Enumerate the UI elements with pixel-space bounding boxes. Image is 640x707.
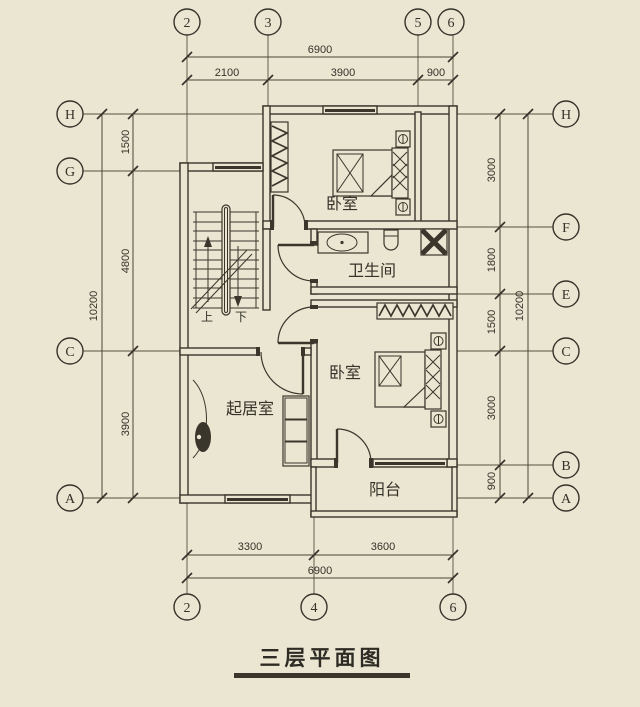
bed-top-icon: [332, 130, 411, 216]
dim-right-seg-5: 900: [486, 472, 498, 490]
axis-right-F: F: [562, 221, 570, 236]
dim-right-seg-1: 3000: [486, 158, 498, 182]
shower-icon: [420, 228, 448, 256]
dim-left: 10200 1500 4800 3900: [88, 108, 139, 504]
axis-left-H: H: [65, 108, 75, 123]
nightstand-icon: [395, 198, 411, 216]
room-label-bedroom-top: 卧室: [326, 194, 358, 213]
stairs: 上 下: [190, 204, 259, 324]
bedroom-bottom-furniture: [374, 302, 454, 428]
axis-bottom-2: 2: [184, 601, 191, 616]
dim-right-total: 10200: [514, 291, 526, 322]
axis-right-E: E: [562, 288, 571, 303]
stair-direction-arrows: [204, 236, 242, 307]
windows: [212, 105, 448, 504]
dim-top-total: 6900: [308, 44, 332, 56]
tv-icon: [192, 379, 211, 459]
dim-top-seg-3: 900: [427, 67, 445, 79]
door-bedroom-top: [270, 194, 308, 230]
dim-left-total: 10200: [88, 291, 100, 322]
axis-left-C: C: [65, 345, 74, 360]
sofa-icon: [282, 395, 310, 467]
stair-up-label: 上: [201, 310, 213, 324]
dim-left-seg-3: 3900: [120, 412, 132, 436]
axis-right-A: A: [561, 492, 572, 507]
dim-left-seg-2: 4800: [120, 249, 132, 273]
bed-bottom-icon: [374, 332, 447, 428]
extension-lines: [83, 35, 553, 594]
axis-top-5: 5: [415, 16, 422, 31]
dim-right-seg-2: 1800: [486, 248, 498, 272]
door-bathroom: [277, 241, 318, 283]
toilet-icon: [383, 229, 399, 251]
axis-top-3: 3: [265, 16, 272, 31]
room-label-balcony: 阳台: [369, 480, 401, 499]
bathroom-fixtures: [317, 228, 448, 256]
nightstand-icon: [395, 130, 411, 148]
room-label-living-room: 起居室: [226, 399, 274, 418]
window-bedroom-top: [322, 105, 378, 115]
window-stairwell: [212, 162, 264, 172]
room-label-bathroom: 卫生间: [348, 261, 396, 280]
dim-left-seg-1: 1500: [120, 130, 132, 154]
stair-down-label: 下: [235, 310, 247, 324]
nightstand-icon: [430, 332, 447, 350]
dim-bottom: 3300 3600 6900: [181, 541, 459, 584]
axis-top-2: 2: [184, 16, 191, 31]
dim-right: 3000 1800 1500 3000 900 10200: [486, 108, 534, 504]
title-underline: [234, 673, 410, 678]
axis-bottom-6: 6: [450, 601, 457, 616]
dim-right-seg-4: 3000: [486, 396, 498, 420]
drawing-title: 三层平面图: [234, 646, 410, 678]
axis-left-G: G: [65, 165, 75, 180]
axis-right-B: B: [561, 459, 570, 474]
door-balcony: [334, 428, 373, 468]
dim-bottom-seg-2: 3600: [371, 541, 395, 553]
window-living-room: [224, 494, 291, 504]
stair-handrail: [221, 204, 231, 316]
window-bedroom-bottom: [372, 458, 448, 468]
living-room-furniture: [192, 379, 310, 467]
dim-bottom-total: 6900: [308, 565, 332, 577]
doors: [256, 194, 373, 468]
dim-top-seg-1: 2100: [215, 67, 239, 79]
dim-top: 6900 2100 3900 900: [181, 44, 459, 86]
axis-top-6: 6: [448, 16, 455, 31]
axis-bottom-4: 4: [311, 601, 318, 616]
drawing-title-text: 三层平面图: [260, 646, 385, 670]
room-label-bedroom-bottom: 卧室: [329, 363, 361, 382]
dresser-icon: [376, 302, 454, 320]
bedroom-top-furniture: [270, 121, 411, 216]
axis-bubbles: 2 3 5 6 2 4 6 H G C A H F E C B A: [56, 8, 580, 621]
dim-bottom-seg-1: 3300: [238, 541, 262, 553]
axis-right-C: C: [561, 345, 570, 360]
sink-icon: [317, 231, 369, 254]
room-labels: 卧室 卫生间 卧室 起居室 阳台: [226, 194, 401, 499]
dim-top-seg-2: 3900: [331, 67, 355, 79]
dim-right-seg-3: 1500: [486, 310, 498, 334]
axis-left-A: A: [65, 492, 76, 507]
stair-treads: [193, 211, 259, 309]
nightstand-icon: [430, 410, 447, 428]
axis-right-H: H: [561, 108, 571, 123]
door-bedroom-bottom: [277, 305, 318, 345]
wardrobe-icon: [270, 121, 289, 193]
door-living-room: [256, 347, 305, 395]
